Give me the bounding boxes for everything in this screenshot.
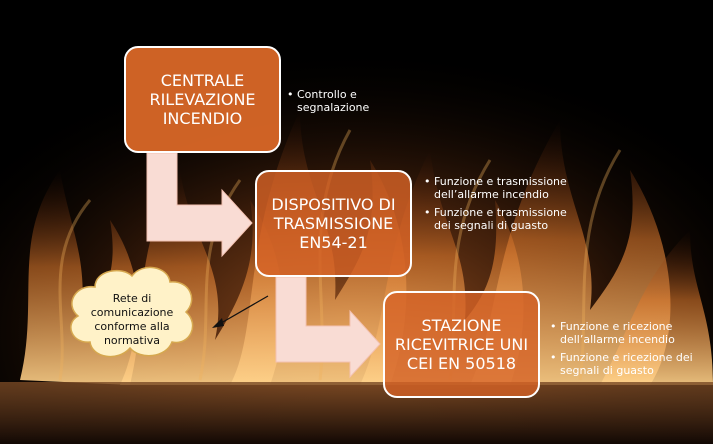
receiving-station-box: STAZIONE RICEVITRICE UNI CEI EN 50518 [383,291,540,398]
reflective-floor [0,382,713,444]
central-detection-box: CENTRALE RILEVAZIONE INCENDIO [124,46,281,153]
bullet-item: Controllo e segnalazione [287,88,387,114]
central-bullets: Controllo e segnalazione [287,88,387,119]
receiving-bullets: Funzione e ricezione dell’allarme incend… [550,320,710,382]
bullet-item: Funzione e trasmissione dell’allarme inc… [424,175,569,201]
callout-cloud [70,266,194,358]
callout-pointer-arrowhead [212,318,224,328]
callout-text: Rete di comunicazione conforme alla norm… [90,292,174,347]
connector-arrow-2 [275,276,381,379]
bullet-item: Funzione e ricezione dell’allarme incend… [550,320,710,346]
bullet-item: Funzione e ricezione dei segnali di guas… [550,351,710,377]
transmission-device-box: DISPOSITIVO DI TRASMISSIONE EN54-21 [255,170,412,277]
connector-arrow-1 [146,152,253,258]
bullet-item: Funzione e trasmissione dei segnali di g… [424,206,569,232]
callout-pointer-line [215,295,269,327]
transmission-bullets: Funzione e trasmissione dell’allarme inc… [424,175,569,237]
